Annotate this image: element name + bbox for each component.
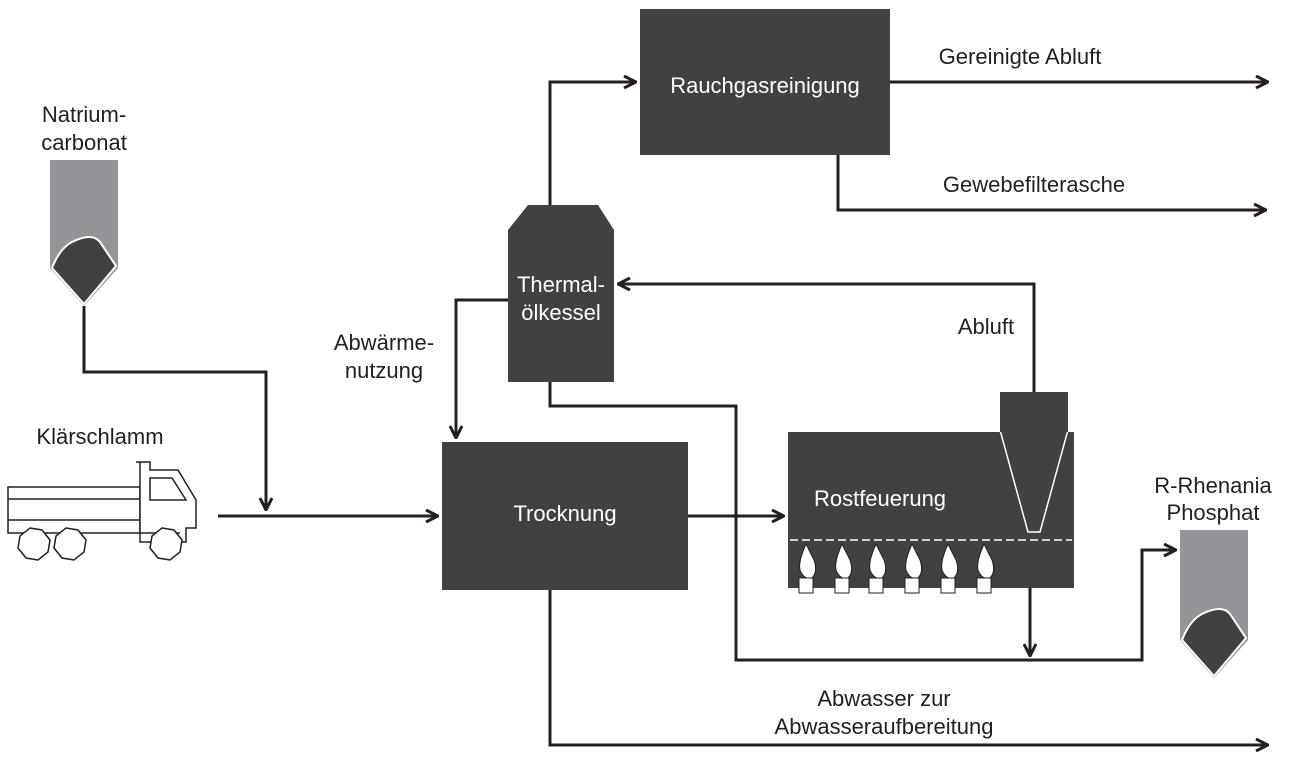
flame-icon [904, 542, 923, 594]
thermaloelkessel-label-1: Thermal- [517, 272, 605, 297]
flame-icon [798, 542, 817, 594]
abwasser-arrow [548, 590, 1268, 745]
rostfeuerung-label: Rostfeuerung [814, 486, 946, 511]
trocknung-label: Trocknung [513, 501, 616, 526]
abwaerme-arrow [456, 298, 508, 438]
ash-to-rhenania-arrow [1030, 550, 1176, 662]
rhenania-label-1: R-Rhenania [1154, 473, 1272, 498]
rhenania-hopper [1180, 530, 1248, 678]
abwaerme-label-1: Abwärme- [334, 330, 434, 355]
rauchgasreinigung-box [640, 9, 890, 155]
klaerschlamm-label: Klärschlamm [36, 424, 163, 449]
abwasser-label-1: Abwasser zur [817, 686, 950, 711]
flame-icon [834, 542, 853, 594]
flame-icon [868, 542, 887, 594]
flame-icon [976, 542, 995, 594]
truck-icon [7, 461, 197, 561]
natriumcarbonat-label-1: Natrium- [42, 102, 126, 127]
trocknung-box [442, 442, 688, 590]
flame-icon [940, 542, 959, 594]
abluft-label: Abluft [958, 314, 1014, 339]
rhenania-label-2: Phosphat [1167, 500, 1260, 525]
gereinigte-abluft-label: Gereinigte Abluft [939, 44, 1102, 69]
gewebefilterasche-arrow [836, 155, 1266, 210]
abwasser-label-2: Abwasseraufbereitung [775, 714, 994, 739]
gewebefilterasche-label: Gewebefilterasche [943, 172, 1125, 197]
flow-lines [82, 82, 1268, 745]
thermaloelkessel-box [508, 205, 614, 382]
abluft-arrow [618, 284, 1036, 392]
thermaloelkessel-label-2: ölkessel [521, 300, 600, 325]
abwaerme-label-2: nutzung [345, 358, 423, 383]
flame-icons [798, 542, 995, 594]
natriumcarbonat-label-2: carbonat [41, 130, 127, 155]
rauchgasreinigung-label: Rauchgasreinigung [670, 73, 860, 98]
kessel-ash-line [548, 382, 1030, 662]
natrium-flow-arrow [82, 306, 266, 510]
natriumcarbonat-hopper [50, 160, 118, 306]
kessel-to-rauchgas-arrow [548, 82, 636, 205]
